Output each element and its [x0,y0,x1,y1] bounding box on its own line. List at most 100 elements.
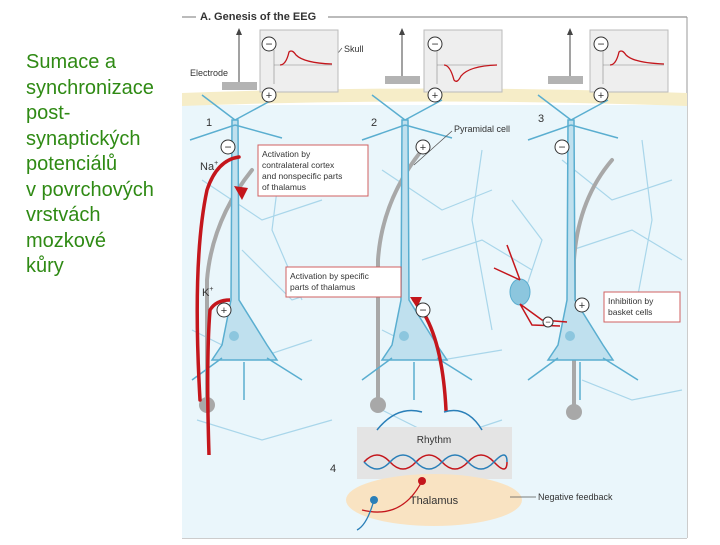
electrode-plate [222,82,257,90]
eeg-trace [443,64,498,82]
plus-icon [415,139,431,155]
minus-sign: − [558,140,565,154]
activation-box-1-line: of thalamus [262,182,306,192]
slide-text-line: potenciálů [26,153,118,175]
trace-axes [436,50,497,84]
slide-text-line: synaptických [26,127,141,150]
thalamus-label: Thalamus [410,495,459,507]
negative-feedback-label: Negative feedback [538,492,613,502]
slide-text-line: mozkové [26,229,107,252]
plus-sign: + [598,90,604,102]
plus-sign: + [266,90,272,102]
minus-icon [415,302,431,318]
electrode-plate [548,76,583,84]
arrow-up-icon [399,28,405,35]
gray-neuron-soma [566,404,582,420]
trace-axes [602,50,664,84]
electrode-plate [385,76,420,84]
minus-icon [220,139,236,155]
minus-sign: − [431,37,438,51]
pyramidal-pointer [413,130,453,166]
skull-label: Skull [344,44,364,54]
slide-text-line: v povrchových [26,178,154,201]
panel-number-2: 2 [371,117,377,129]
apical-dendrites [189,94,639,400]
thalamic-loop-blue [356,499,375,531]
arrow-icon [410,297,422,308]
plus-sign: + [221,305,227,317]
rhythm-arrow [376,409,423,431]
plus-icon [261,87,277,103]
slide-text: Sumace a synchronizace post- synaptickýc… [26,50,216,280]
plus-sign: + [579,300,585,312]
activation-box-1-line: and nonspecific parts [262,171,342,181]
red-afferent-k [205,298,231,456]
electrode-panel-3 [548,28,669,93]
rhythm-box [357,427,512,479]
plus-icon [574,297,590,313]
plus-sign: + [420,142,426,154]
eeg-genesis-figure: A. Genesis of the EEG Skull [182,0,690,540]
electrode-panel-2 [385,28,503,93]
plus-icon [216,302,232,318]
basket-cell-soma [509,278,531,306]
electrode-panel-1 [222,28,339,93]
activation-box-2-line: Activation by specific [290,271,370,281]
pyramidal-cell-label: Pyramidal cell [454,124,510,134]
minus-icon [427,36,443,52]
inhibition-box [603,291,681,323]
dipole-symbols: − + − + − + [261,36,609,103]
arrow-up-icon [236,28,242,35]
nucleus [399,331,409,341]
basket-cell-processes [493,244,568,327]
nucleus [229,331,239,341]
figure-title: A. Genesis of the EEG [200,11,316,23]
thalamus [346,474,522,526]
rhythm-wave-blue [363,454,508,470]
plus-icon [427,87,443,103]
arrow-up-icon [567,28,573,35]
rhythm-arrow [443,409,483,431]
minus-sign: − [419,303,426,317]
thalamic-loop-red [361,480,423,513]
plus-icon [593,87,609,103]
slide-text-line: vrstvách [26,204,101,226]
minus-sign: − [597,37,604,51]
activation-box-1-line: Activation by [262,149,311,159]
minus-icon [261,36,277,52]
slide-text-line: post- [26,102,71,124]
nucleus [565,331,575,341]
minus-icon [554,139,570,155]
eeg-trace [609,50,665,66]
panel-number-3: 3 [538,113,544,125]
panel-number-4: 4 [330,463,336,475]
slide-text-line: kůry [26,255,64,277]
inhibition-box-line: basket cells [608,307,652,317]
inhibition-box-line: Inhibition by [608,296,654,306]
k-label: K+ [202,286,213,299]
gray-neuron-soma [370,397,386,413]
cell-polarity-symbols: − + + − − + [216,139,590,318]
eeg-diagram-svg: A. Genesis of the EEG Skull [182,11,688,539]
eeg-trace [279,50,333,66]
plus-sign: + [432,90,438,102]
panel-number-1: 1 [206,117,212,129]
activation-box-2-line: parts of thalamus [290,282,355,292]
minus-sign: − [224,140,231,154]
arrow-down-icon [234,186,248,200]
activation-box-2 [285,266,402,298]
slide-text-line: Sumace a [26,51,117,73]
minus-icon [542,316,554,328]
basket-cell: − [493,244,568,328]
slide-text-line: synchronizace [26,76,154,99]
pyramidal-cell-2 [380,119,449,361]
rhythm-label: Rhythm [417,435,451,446]
na-label: Na+ [200,160,218,173]
activation-box-1 [257,144,369,197]
activation-box-1-line: contralateral cortex [262,160,335,170]
electrode-label: Electrode [190,68,228,78]
minus-sign: − [545,317,550,327]
trace-axes [273,50,332,84]
minus-icon [593,36,609,52]
minus-sign: − [265,37,272,51]
